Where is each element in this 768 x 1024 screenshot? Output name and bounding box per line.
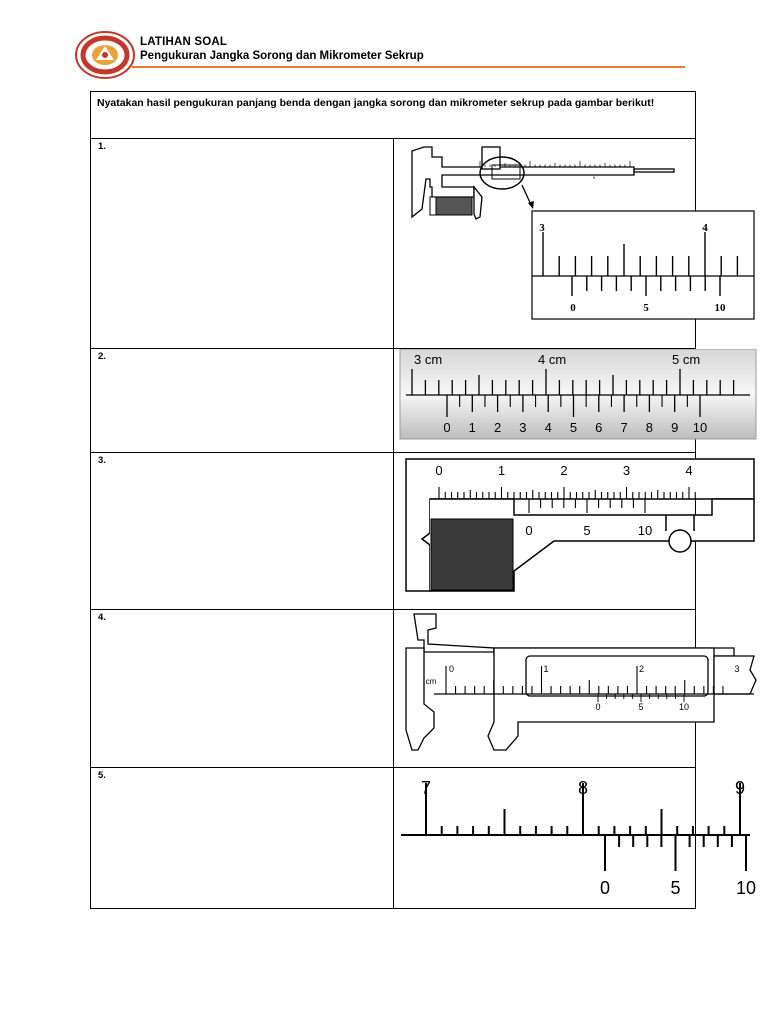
document-title: LATIHAN SOAL <box>140 36 228 48</box>
main-scale-label: 3 <box>734 664 739 674</box>
vernier-label: 1 <box>468 420 475 435</box>
vernier-label: 5 <box>638 702 643 712</box>
vernier-label: 10 <box>637 523 651 538</box>
school-logo <box>75 31 135 79</box>
problem-number: 3. <box>98 455 106 466</box>
main-scale-label: 5 <box>592 175 595 180</box>
problem-number: 4. <box>98 612 106 623</box>
problem-number-cell: 4. <box>90 609 394 768</box>
problem-number: 2. <box>98 351 106 362</box>
caliper-figure-1: 5 3 4 0 5 10 <box>410 146 755 320</box>
instruction-cell: Nyatakan hasil pengukuran panjang benda … <box>90 91 696 139</box>
problem-number: 5. <box>98 770 106 781</box>
vernier-label: 3 <box>519 420 526 435</box>
vernier-label: 0 <box>443 420 450 435</box>
instruction-text: Nyatakan hasil pengukuran panjang benda … <box>97 97 655 109</box>
vernier-window <box>491 164 520 180</box>
measured-object <box>435 196 472 216</box>
vernier-label: 0 <box>570 302 576 314</box>
vernier-label: 10 <box>735 878 755 898</box>
document-subtitle: Pengukuran Jangka Sorong dan Mikrometer … <box>140 50 424 62</box>
main-scale-label: 0 <box>449 664 454 674</box>
vernier-label: 8 <box>645 420 652 435</box>
problem-figure-cell: 5 3 4 0 5 10 <box>392 138 755 349</box>
main-scale-label: 3 <box>622 463 629 478</box>
main-scale-label: 4 <box>685 463 692 478</box>
problem-number: 1. <box>98 141 106 152</box>
main-scale-label: 4 cm <box>538 352 566 367</box>
main-scale-label: 9 <box>734 778 744 798</box>
main-scale-label: 0 <box>435 463 442 478</box>
main-scale-label: 3 <box>539 222 545 234</box>
problem-row-5: 5. 7 8 9 0 5 10 <box>90 767 756 909</box>
vernier-scale-3: 0 1 2 3 4 0 5 10 <box>435 463 696 538</box>
thumb-wheel <box>667 529 692 553</box>
problem-number-cell: 2. <box>90 348 394 453</box>
problem-row-1: 1. 5 3 4 0 5 10 <box>90 138 755 349</box>
vernier-label: 0 <box>525 523 532 538</box>
zoom-circle <box>478 156 525 190</box>
vernier-label: 0 <box>595 702 600 712</box>
problem-number-cell: 3. <box>90 452 394 610</box>
caliper-figure-4: cm 0 1 2 3 0 5 10 <box>404 613 757 751</box>
caliper-figure-2: 3 cm 4 cm 5 cm 0 1 2 3 4 5 6 7 8 9 10 <box>399 349 756 440</box>
main-scale-label: 5 cm <box>672 352 700 367</box>
vernier-label: 0 <box>599 878 609 898</box>
vernier-label: 9 <box>671 420 678 435</box>
scale-background <box>399 349 756 440</box>
zoomed-scale: 3 4 0 5 10 <box>530 210 755 320</box>
problem-figure-cell: 0 1 2 3 4 0 5 10 <box>392 452 755 610</box>
problem-figure-cell: 7 8 9 0 5 10 <box>392 767 756 909</box>
main-scale-label: 8 <box>577 778 587 798</box>
vernier-scale-5: 7 8 9 0 5 10 <box>400 778 756 898</box>
main-scale-label: 7 <box>420 778 430 798</box>
vernier-label: 10 <box>692 420 706 435</box>
main-scale-label: 2 <box>560 463 567 478</box>
problem-row-3: 3. 0 1 2 3 4 0 5 10 <box>90 452 755 610</box>
caliper-figure-5: 7 8 9 0 5 10 <box>400 778 756 898</box>
problem-number-cell: 1. <box>90 138 394 349</box>
vernier-label: 5 <box>643 302 649 314</box>
problem-row-2: 2. 3 cm 4 cm 5 cm 0 1 2 3 4 5 6 7 8 9 10 <box>90 348 756 453</box>
problem-number-cell: 5. <box>90 767 394 909</box>
unit-label: cm <box>425 677 436 686</box>
caliper-body <box>404 613 757 751</box>
vernier-scale-2: 3 cm 4 cm 5 cm 0 1 2 3 4 5 6 7 8 9 10 <box>405 352 750 435</box>
vernier-scale-4: cm 0 1 2 3 0 5 10 <box>425 664 739 712</box>
header-divider <box>132 66 685 68</box>
vernier-label: 4 <box>544 420 551 435</box>
measured-object <box>430 519 513 590</box>
main-scale-label: 1 <box>497 463 504 478</box>
problem-figure-cell: cm 0 1 2 3 0 5 10 <box>392 609 757 768</box>
vernier-label: 7 <box>620 420 627 435</box>
caliper-figure-3: 0 1 2 3 4 0 5 10 <box>404 458 755 592</box>
main-scale-label: 1 <box>543 664 548 674</box>
problem-figure-cell: 3 cm 4 cm 5 cm 0 1 2 3 4 5 6 7 8 9 10 <box>392 348 756 453</box>
vernier-label: 10 <box>678 702 688 712</box>
exercise-table: Nyatakan hasil pengukuran panjang benda … <box>90 91 757 909</box>
document-header: LATIHAN SOAL Pengukuran Jangka Sorong da… <box>74 28 686 79</box>
vernier-label: 5 <box>569 420 576 435</box>
vernier-label: 5 <box>670 878 680 898</box>
zoom-box <box>530 210 755 320</box>
vernier-label: 10 <box>714 302 726 314</box>
main-scale-label: 2 <box>639 664 644 674</box>
vernier-label: 2 <box>493 420 500 435</box>
caliper-body <box>410 146 675 220</box>
vernier-label: 5 <box>583 523 590 538</box>
main-scale-label: 4 <box>702 222 708 234</box>
main-scale-label: 3 cm <box>414 352 442 367</box>
vernier-label: 6 <box>595 420 602 435</box>
problem-row-4: 4. cm 0 1 2 3 0 5 10 <box>90 609 757 768</box>
